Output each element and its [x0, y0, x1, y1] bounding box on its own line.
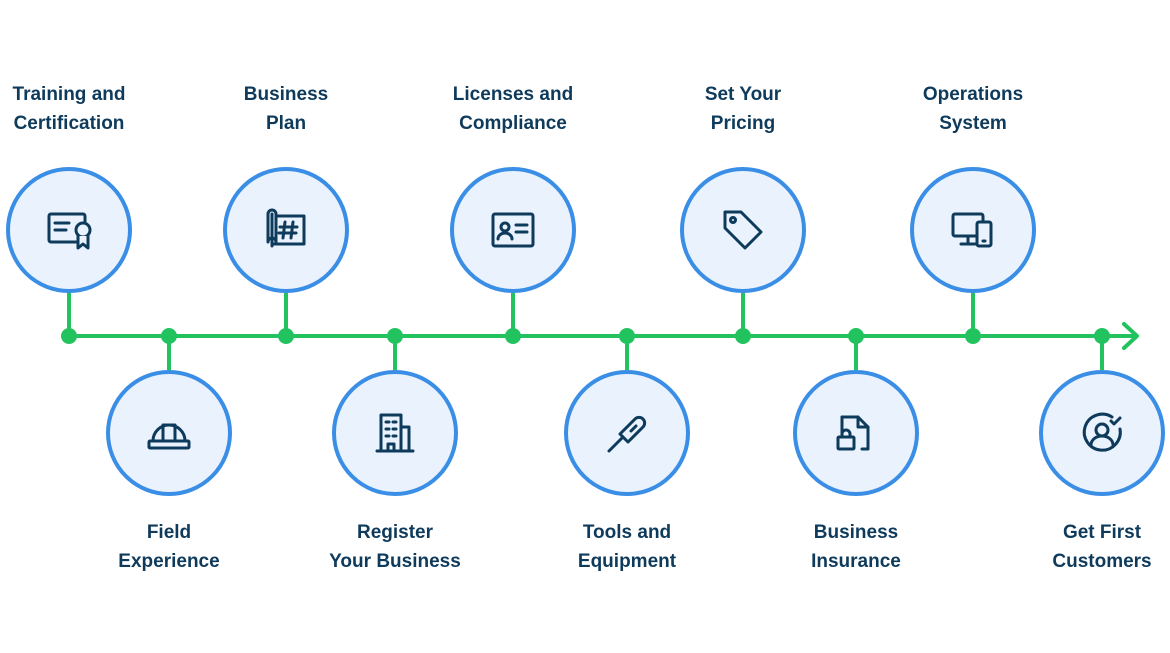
step-circle-insurance — [793, 370, 919, 496]
step-label-register-line1: Register — [356, 522, 434, 543]
certificate-icon — [47, 212, 92, 250]
id-card-icon — [491, 212, 535, 248]
timeline-arrow-head — [1122, 322, 1139, 350]
step-circle-training — [6, 167, 132, 293]
step-label-insurance-line2: Insurance — [811, 551, 901, 572]
step-label-field-line2: Experience — [118, 551, 220, 572]
step-label-operations-line1: Operations — [922, 84, 1024, 105]
step-circle-tools — [564, 370, 690, 496]
customer-check-icon — [1082, 412, 1122, 452]
step-label-operations-line2: System — [939, 113, 1007, 134]
timeline-dot-register — [387, 328, 403, 344]
step-circle-plan — [223, 167, 349, 293]
timeline-dot-customers — [1094, 328, 1110, 344]
devices-icon — [951, 212, 993, 248]
timeline-dot-licenses — [505, 328, 521, 344]
screwdriver-icon — [607, 415, 647, 453]
step-circle-licenses — [450, 167, 576, 293]
step-label-register-line2: Your Business — [329, 551, 461, 572]
step-label-plan-line2: Plan — [265, 113, 307, 134]
price-tag-icon — [723, 210, 763, 250]
timeline-dot-field — [161, 328, 177, 344]
step-label-training-line1: Training and — [12, 84, 126, 105]
step-circle-operations — [910, 167, 1036, 293]
step-label-tools-line1: Tools and — [582, 522, 672, 543]
step-label-pricing-line1: Set Your — [704, 84, 782, 105]
step-label-licenses-line2: Compliance — [459, 113, 567, 134]
step-label-training-line2: Certification — [13, 113, 125, 134]
timeline-dot-plan — [278, 328, 294, 344]
step-circle-field — [106, 370, 232, 496]
locked-document-icon — [836, 415, 870, 451]
step-label-field-line1: Field — [146, 522, 192, 543]
step-label-licenses-line1: Licenses and — [452, 84, 574, 105]
step-label-customers-line2: Customers — [1052, 551, 1152, 572]
blueprint-icon — [266, 208, 306, 248]
timeline-dot-tools — [619, 328, 635, 344]
step-circle-register — [332, 370, 458, 496]
timeline-dot-training — [61, 328, 77, 344]
step-label-plan-line1: Business — [243, 84, 329, 105]
step-circle-customers — [1039, 370, 1165, 496]
timeline-dot-insurance — [848, 328, 864, 344]
building-icon — [375, 413, 415, 453]
timeline-dot-pricing — [735, 328, 751, 344]
timeline-dot-operations — [965, 328, 981, 344]
step-circle-pricing — [680, 167, 806, 293]
step-label-insurance-line1: Business — [813, 522, 899, 543]
step-label-tools-line2: Equipment — [577, 551, 677, 572]
step-label-customers-line1: Get First — [1062, 522, 1142, 543]
hard-hat-icon — [147, 423, 191, 450]
step-label-pricing-line2: Pricing — [710, 113, 776, 134]
